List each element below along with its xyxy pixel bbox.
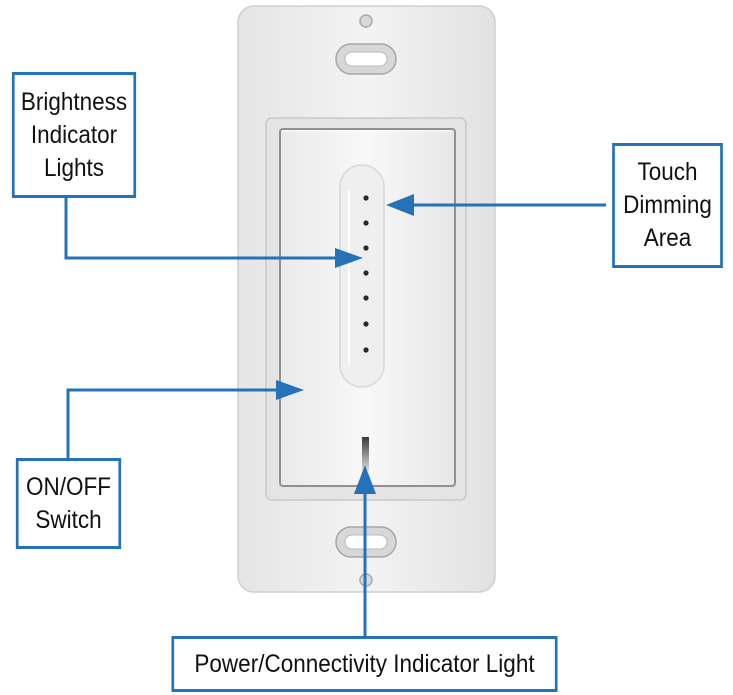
label-line: Dimming — [623, 191, 712, 219]
brightness-dot-5 — [363, 295, 369, 301]
label-line: Touch — [637, 158, 698, 186]
brightness-dot-6 — [363, 321, 369, 327]
brightness-dot-4 — [363, 270, 369, 276]
label-line: Indicator — [30, 120, 118, 149]
label-power-connectivity-indicator-light: Power/Connectivity Indicator Light — [171, 636, 558, 692]
brightness-dot-7 — [363, 347, 369, 353]
label-line: Area — [643, 224, 692, 252]
power-indicator-led — [362, 437, 369, 471]
callout-brightness-arrow-icon — [335, 248, 363, 268]
label-line: ON/OFF — [26, 472, 111, 501]
label-line: Switch — [35, 505, 102, 534]
label-line: Brightness — [20, 87, 128, 116]
label-line: Power/Connectivity Indicator Light — [194, 649, 535, 678]
brightness-dot-2 — [363, 220, 369, 226]
brightness-dot-1 — [363, 195, 369, 201]
top-mounting-slot — [335, 43, 397, 75]
callout-brightness — [64, 198, 335, 260]
callout-touch-dimming-arrow-icon — [386, 194, 414, 216]
label-line: Lights — [43, 153, 105, 182]
callout-power-arrow-icon — [354, 465, 376, 494]
top-screw-hole — [359, 14, 373, 28]
label-on-off-switch: ON/OFF Switch — [15, 458, 122, 549]
callout-on-off — [66, 388, 276, 458]
brightness-dot-3 — [363, 245, 369, 251]
brightness-indicator-lights — [363, 195, 369, 353]
callout-on-off-arrow-icon — [276, 380, 304, 400]
label-touch-dimming-area: Touch Dimming Area — [612, 143, 723, 268]
label-brightness-indicator-lights: Brightness Indicator Lights — [11, 72, 137, 198]
touch-dimming-channel — [339, 164, 385, 388]
